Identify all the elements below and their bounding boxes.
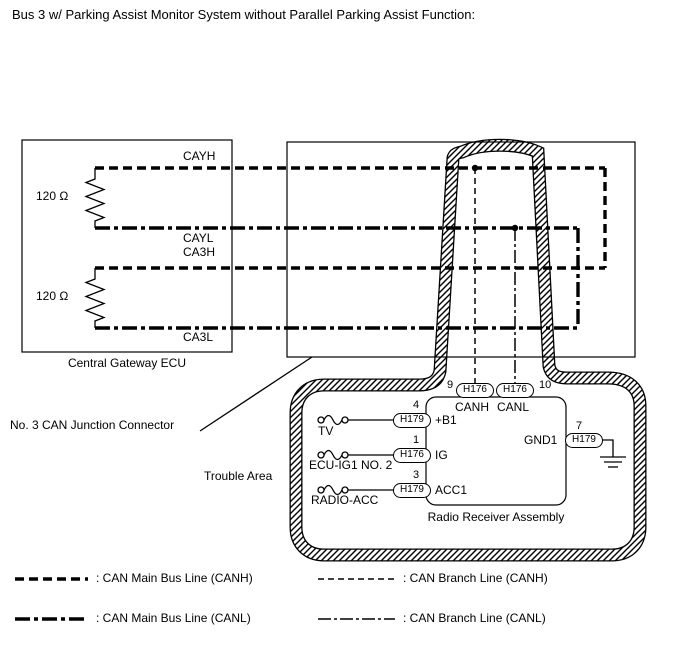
pin-number-10: 10 — [539, 379, 552, 391]
connector-h179-gnd: H179 — [565, 433, 603, 448]
pin-number-1: 1 — [413, 434, 420, 446]
pin-label-ca3h: CA3H — [183, 245, 216, 259]
legend-main-canh-label: : CAN Main Bus Line (CANH) — [96, 571, 253, 585]
connector-h176-ig: H176 — [393, 448, 431, 463]
fuse-ecu-ig1-icon — [317, 449, 394, 461]
legend-branch-canh-label: : CAN Branch Line (CANH) — [403, 571, 548, 585]
ground-icon — [600, 439, 626, 468]
resistor-value-top: 120 Ω — [36, 189, 69, 203]
connector-h179-b1: H179 — [393, 413, 431, 428]
fuse-radio-acc-icon — [317, 484, 394, 496]
pin-label-cayh: CAYH — [183, 149, 216, 163]
central-gateway-ecu-label: Central Gateway ECU — [67, 356, 187, 370]
junction-connector-label: No. 3 CAN Junction Connector — [10, 418, 175, 432]
pin-label-ca3l: CA3L — [183, 330, 214, 344]
canl-junction-dot — [511, 224, 519, 232]
trouble-area-outline — [289, 138, 647, 562]
source-ecu-ig1: ECU-IG1 NO. 2 — [309, 458, 393, 472]
junction-connector-box — [286, 141, 636, 358]
legend-main-canl-label: : CAN Main Bus Line (CANL) — [96, 611, 251, 625]
signal-gnd1: GND1 — [524, 433, 558, 447]
legend-branch-canl-label: : CAN Branch Line (CANL) — [403, 611, 546, 625]
source-radio-acc: RADIO-ACC — [311, 493, 379, 507]
pin-label-cayl: CAYL — [183, 231, 214, 245]
terminating-resistor-top-icon — [84, 168, 106, 228]
connector-h176-canh: H176 — [456, 383, 494, 398]
can-main-bus-canh-line — [95, 166, 607, 270]
source-tv: TV — [318, 424, 334, 438]
signal-canh: CANH — [455, 400, 490, 414]
trouble-area-label: Trouble Area — [204, 469, 273, 483]
signal-acc1: ACC1 — [435, 483, 468, 497]
fuse-tv-icon — [317, 414, 394, 426]
pin-number-4: 4 — [413, 399, 420, 411]
pin-number-3: 3 — [413, 469, 420, 481]
canh-junction-dot — [471, 164, 479, 172]
central-gateway-ecu-box — [21, 139, 233, 353]
pointer-line — [199, 356, 313, 432]
radio-receiver-label: Radio Receiver Assembly — [427, 510, 565, 524]
diagram-title: Bus 3 w/ Parking Assist Monitor System w… — [12, 7, 476, 22]
signal-b1: +B1 — [435, 413, 457, 427]
pin-number-7: 7 — [576, 420, 583, 432]
connector-h179-acc1: H179 — [393, 483, 431, 498]
terminating-resistor-bottom-icon — [84, 268, 106, 328]
can-main-bus-canl-line — [95, 226, 580, 330]
signal-canl: CANL — [497, 400, 530, 414]
pin-number-9: 9 — [447, 379, 454, 391]
signal-ig: IG — [435, 448, 448, 462]
resistor-value-bottom: 120 Ω — [36, 289, 69, 303]
connector-h176-canl: H176 — [496, 383, 534, 398]
